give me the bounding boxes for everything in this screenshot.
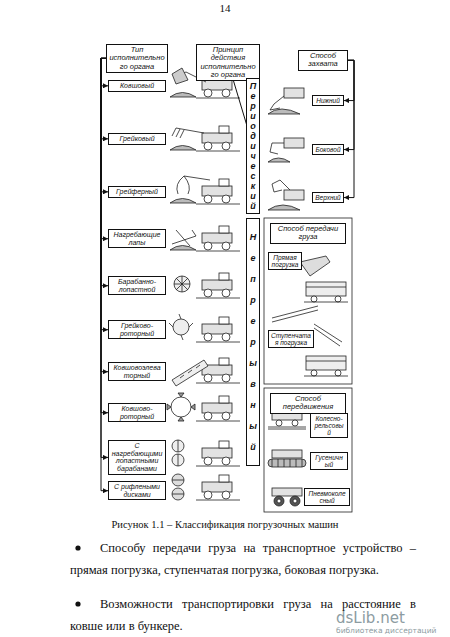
method-box: Нижний <box>312 95 344 106</box>
connector-arrow <box>101 58 108 329</box>
principle-bar: Непрерывный <box>246 218 260 466</box>
body-text: Способу передачи груза на транспортное у… <box>70 537 416 581</box>
method-box: Верхний <box>312 192 344 203</box>
header-box: Принцип действия исполнительного органа <box>196 44 260 81</box>
type-box: Ковшовоэлеваторный <box>108 362 166 381</box>
figure-caption: Рисунок 1.1 – Классификация погрузочных … <box>0 519 450 530</box>
section-header: Способ передвижения <box>270 393 346 414</box>
node-label: С рифлеными дисками <box>111 483 163 498</box>
page-number: 14 <box>0 2 450 14</box>
node-label: Нагребающие лапы <box>111 231 163 246</box>
node-label: Нижний <box>316 97 340 104</box>
section-header: Способ передачи груза <box>270 223 346 244</box>
connector-arrow <box>344 60 354 149</box>
node-label: Барабанно-лопастной <box>111 278 163 293</box>
connector-arrow <box>101 58 108 371</box>
connector-arrow <box>101 58 108 457</box>
node-label: Ступенчатая погрузка <box>271 332 311 346</box>
type-box: С нагребающими лопастными барабанами <box>108 440 166 475</box>
type-box: Грейковый <box>108 133 166 145</box>
type-box: Барабанно-лопастной <box>108 276 166 295</box>
node-label: Пневмоколесный <box>307 490 347 504</box>
type-box: Грейково-роторный <box>108 320 166 339</box>
node-label: С нагребающими лопастными барабанами <box>111 442 163 473</box>
connector-arrow <box>101 58 108 191</box>
node-label: Верхний <box>315 194 340 201</box>
option-box: Гусеничный <box>310 452 348 470</box>
node-label: Принцип действия исполнительного органа <box>199 46 257 79</box>
header-box: Способ захвата <box>298 50 348 71</box>
connector-arrow <box>344 60 354 197</box>
node-label: Тип исполнительного органа <box>109 46 165 71</box>
connector-arrow <box>101 58 108 285</box>
type-box: Грейферный <box>108 186 166 198</box>
node-label: Грейферный <box>116 188 158 196</box>
node-label: Ковшовоэлеваторный <box>111 364 163 379</box>
node-label: Грейково-роторный <box>111 322 163 337</box>
node-label: Боковой <box>315 146 340 153</box>
header-box: Тип исполнительного органа <box>106 44 168 73</box>
connector-arrow <box>101 58 108 412</box>
type-box: С рифлеными дисками <box>108 481 166 500</box>
node-label: Грейковый <box>119 135 154 143</box>
node-label: Колесно-рельсовый <box>313 415 345 436</box>
method-box: Боковой <box>312 144 344 155</box>
node-label: Ковшово-роторный <box>111 405 163 420</box>
option-box: Ступенчатая погрузка <box>268 330 314 348</box>
type-box: Ковшово-роторный <box>108 403 166 422</box>
type-box: Ковшовый <box>108 80 166 92</box>
principle-bar: Периодический <box>246 78 260 214</box>
watermark: библиотека диссертаций <box>336 626 446 635</box>
option-box: Прямая погрузка <box>268 252 302 270</box>
connector-arrow <box>101 58 108 490</box>
node-label: Гусеничный <box>313 454 345 468</box>
type-box: Нагребающие лапы <box>108 229 166 248</box>
node-label: Периодический <box>249 81 258 211</box>
node-label: Способ передвижения <box>273 395 343 412</box>
option-box: Колесно-рельсовый <box>310 413 348 438</box>
node-label: Способ передачи груза <box>273 225 343 242</box>
node-label: Ковшовый <box>120 82 154 90</box>
node-label: Непрерывный <box>249 227 258 458</box>
node-label: Способ захвата <box>301 52 345 69</box>
node-label: Прямая погрузка <box>271 254 299 268</box>
watermark: dsLib.net <box>336 609 436 627</box>
connector-arrow <box>101 58 108 238</box>
option-box: Пневмоколесный <box>304 488 350 506</box>
